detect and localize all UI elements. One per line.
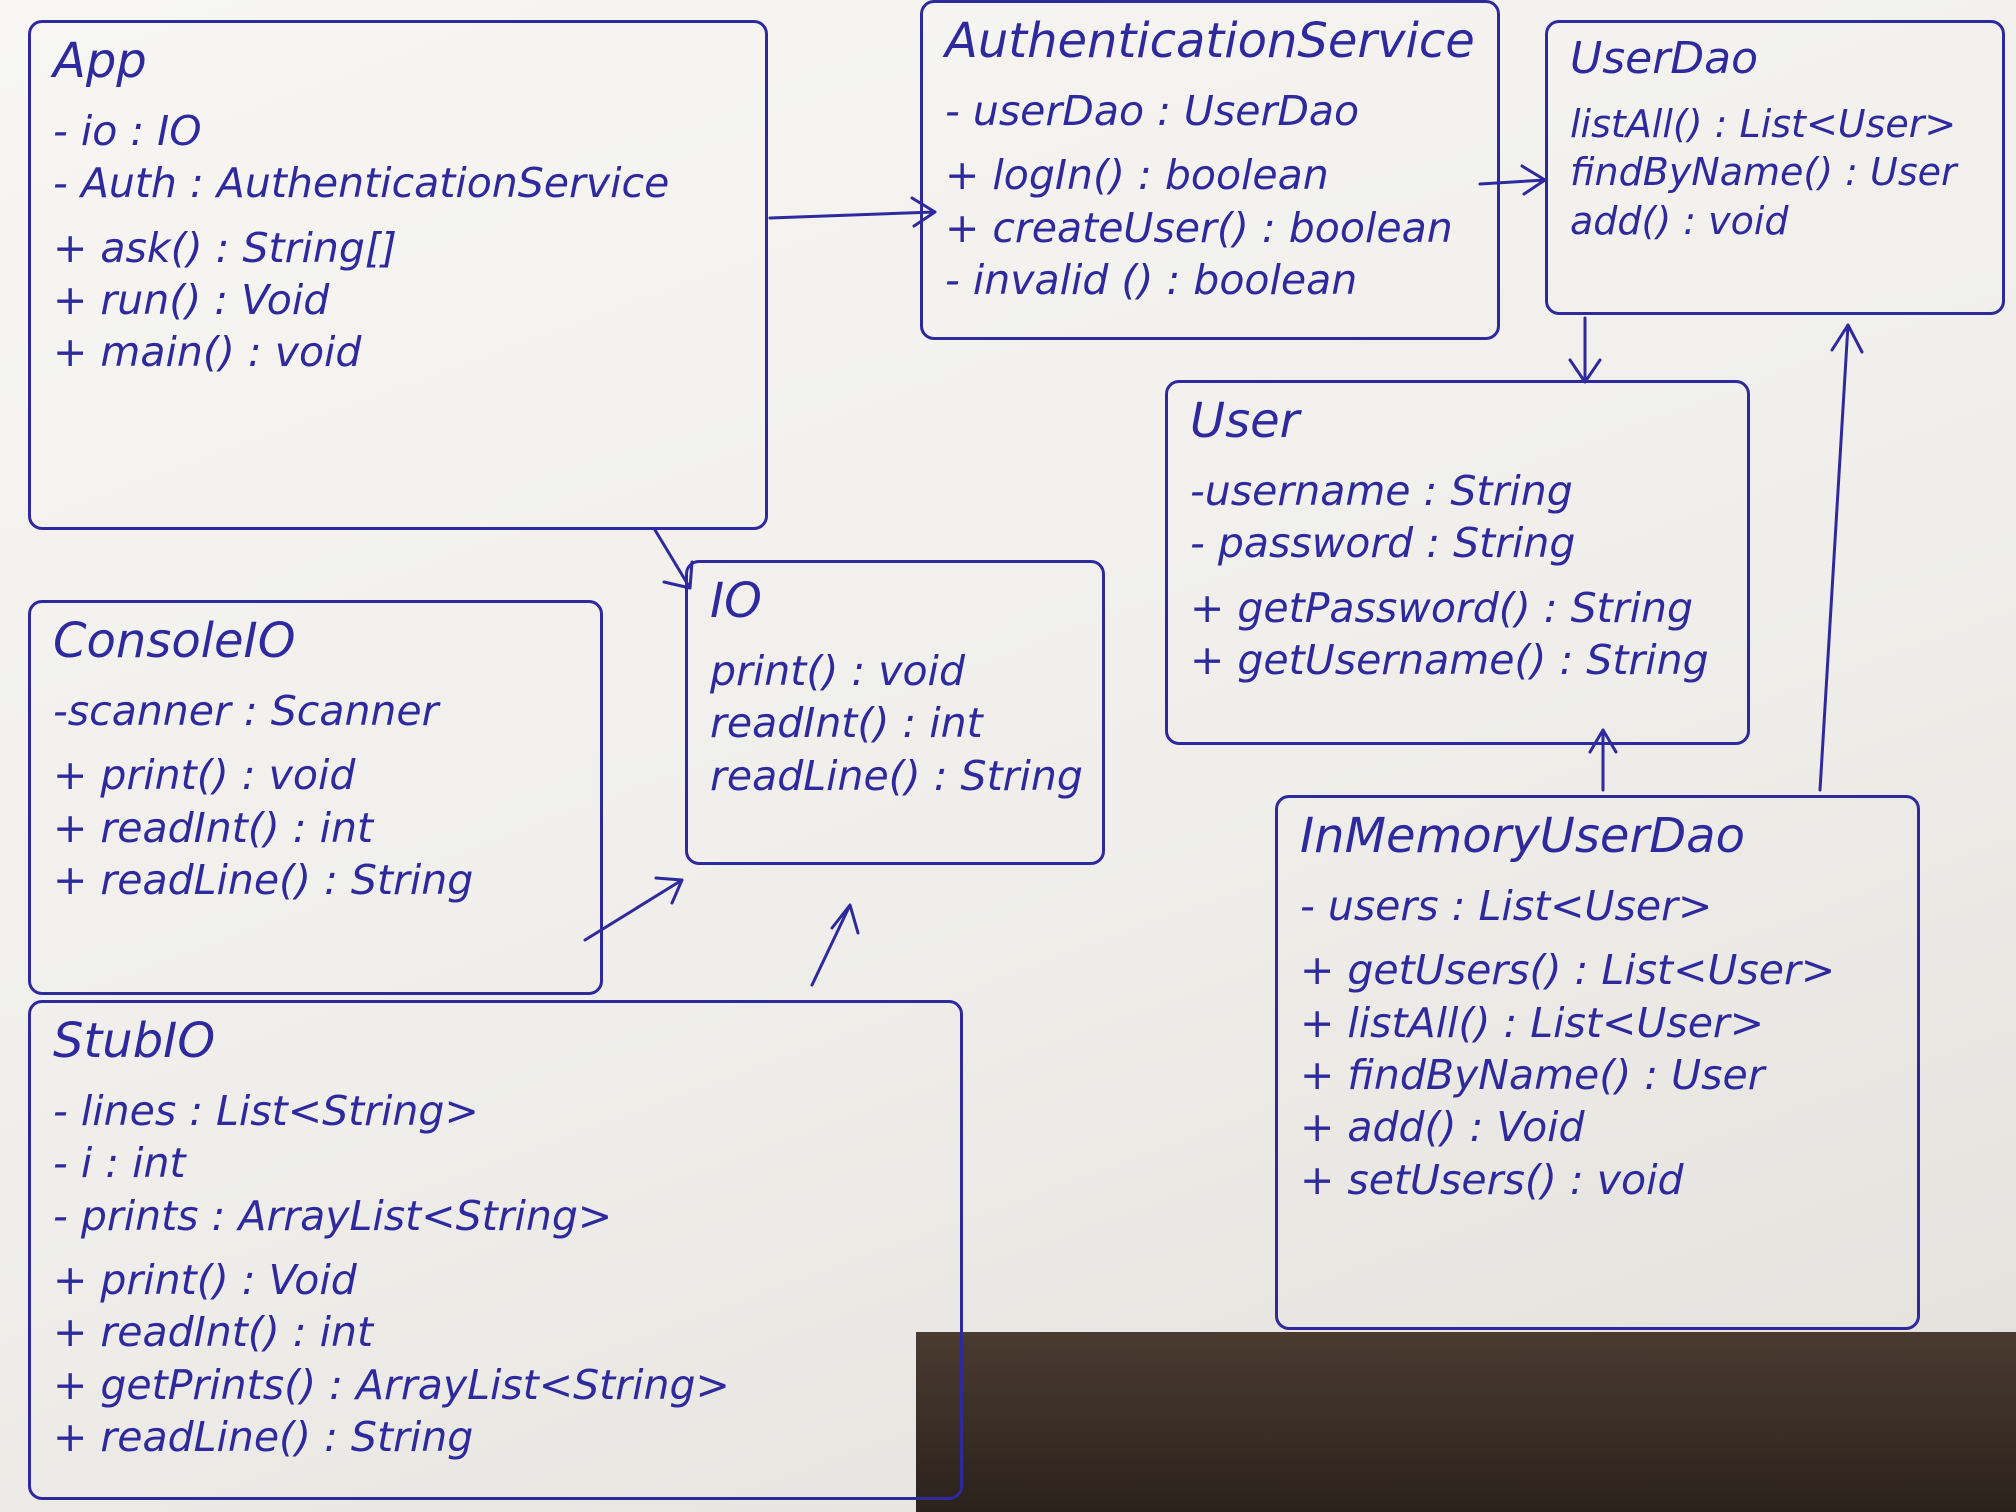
attribute: - io : IO — [53, 106, 202, 155]
method: + readLine() : String — [53, 856, 474, 904]
method: print() : void — [710, 646, 965, 695]
attribute: - Auth : AuthenticationService — [53, 159, 670, 208]
class-box-user: User -username : String- password : Strin… — [1165, 380, 1750, 745]
class-name: AuthenticationService — [945, 13, 1475, 69]
method: + ask() : String[] — [53, 223, 397, 272]
class-name: App — [53, 33, 147, 89]
method: + getPrints() : ArrayList<String> — [53, 1360, 730, 1409]
method: findByName() : User — [1570, 150, 1957, 195]
method: add() : void — [1570, 199, 1789, 244]
attributes-section: -scanner : Scanner — [53, 685, 578, 737]
class-box-auth: AuthenticationService - userDao : UserDao… — [920, 0, 1500, 340]
class-name: UserDao — [1570, 33, 1759, 84]
attribute: -username : String — [1190, 466, 1573, 515]
class-name: IO — [710, 573, 762, 629]
attributes-section: - lines : List<String>- i : int- prints … — [53, 1085, 938, 1242]
method: + getUsers() : List<User> — [1300, 946, 1836, 995]
attributes-section: - users : List<User> — [1300, 880, 1895, 932]
arrow-userdao-to-user — [1568, 316, 1602, 384]
class-box-stubio: StubIO - lines : List<String>- i : int- p… — [28, 1000, 963, 1500]
method: + getUsername() : String — [1190, 636, 1709, 684]
class-name: StubIO — [53, 1013, 216, 1069]
arrow-app-to-auth — [768, 196, 937, 228]
class-name: ConsoleIO — [53, 613, 296, 669]
attributes-section: - io : IO- Auth : AuthenticationService — [53, 105, 743, 210]
method: readLine() : String — [710, 751, 1083, 800]
class-box-app: App - io : IO- Auth : AuthenticationServi… — [28, 20, 768, 530]
arrow-inmemory-to-userdao — [1818, 323, 1864, 792]
method: + run() : Void — [53, 276, 330, 324]
arrow-consoleio-to-io — [583, 876, 684, 942]
arrow-app-to-io — [653, 528, 694, 590]
class-name: User — [1190, 393, 1300, 449]
attribute: - password : String — [1190, 519, 1576, 568]
method: + readLine() : String — [53, 1413, 474, 1462]
class-box-inmemory: InMemoryUserDao - users : List<User> + get… — [1275, 795, 1920, 1330]
methods-section: listAll() : List<User>findByName() : Use… — [1570, 100, 1980, 246]
attribute: -scanner : Scanner — [53, 686, 439, 735]
method: + getPassword() : String — [1190, 583, 1694, 632]
class-name: InMemoryUserDao — [1300, 808, 1745, 864]
arrow-stubio-to-io — [810, 903, 860, 987]
method: + main() : void — [53, 328, 362, 377]
method: + readInt() : int — [53, 803, 374, 852]
attributes-section: -username : String- password : String — [1190, 465, 1725, 570]
method: + listAll() : List<User> — [1300, 998, 1765, 1047]
method: listAll() : List<User> — [1570, 101, 1957, 146]
table-surface — [916, 1332, 2016, 1512]
attributes-section: - userDao : UserDao — [945, 85, 1475, 137]
arrow-inmemory-to-user — [1588, 728, 1618, 792]
method: + readInt() : int — [53, 1308, 374, 1357]
methods-section: + print() : Void+ readInt() : int+ getPr… — [53, 1254, 938, 1464]
methods-section: + getUsers() : List<User>+ listAll() : L… — [1300, 944, 1895, 1206]
methods-section: + print() : void+ readInt() : int+ readL… — [53, 749, 578, 906]
method: + findByName() : User — [1300, 1051, 1765, 1099]
methods-section: + ask() : String[]+ run() : Void+ main()… — [53, 222, 743, 379]
attribute: - prints : ArrayList<String> — [53, 1191, 613, 1240]
methods-section: + logIn() : boolean+ createUser() : bool… — [945, 149, 1475, 306]
methods-section: + getPassword() : String+ getUsername() … — [1190, 582, 1725, 687]
attribute: - users : List<User> — [1300, 881, 1713, 930]
class-box-consoleio: ConsoleIO -scanner : Scanner + print() : v… — [28, 600, 603, 995]
arrow-auth-to-userdao — [1478, 164, 1547, 196]
method: + print() : void — [53, 751, 356, 800]
method: + print() : Void — [53, 1256, 357, 1304]
method: + createUser() : boolean — [945, 203, 1453, 252]
method: + add() : Void — [1300, 1103, 1585, 1152]
attribute: - userDao : UserDao — [945, 86, 1360, 135]
method: readInt() : int — [710, 699, 983, 748]
class-box-userdao: UserDao listAll() : List<User>findByName(… — [1545, 20, 2005, 315]
attribute: - i : int — [53, 1139, 186, 1188]
method: + logIn() : boolean — [945, 151, 1329, 200]
method: + setUsers() : void — [1300, 1155, 1684, 1204]
method: - invalid () : boolean — [945, 256, 1358, 304]
attribute: - lines : List<String> — [53, 1086, 479, 1135]
